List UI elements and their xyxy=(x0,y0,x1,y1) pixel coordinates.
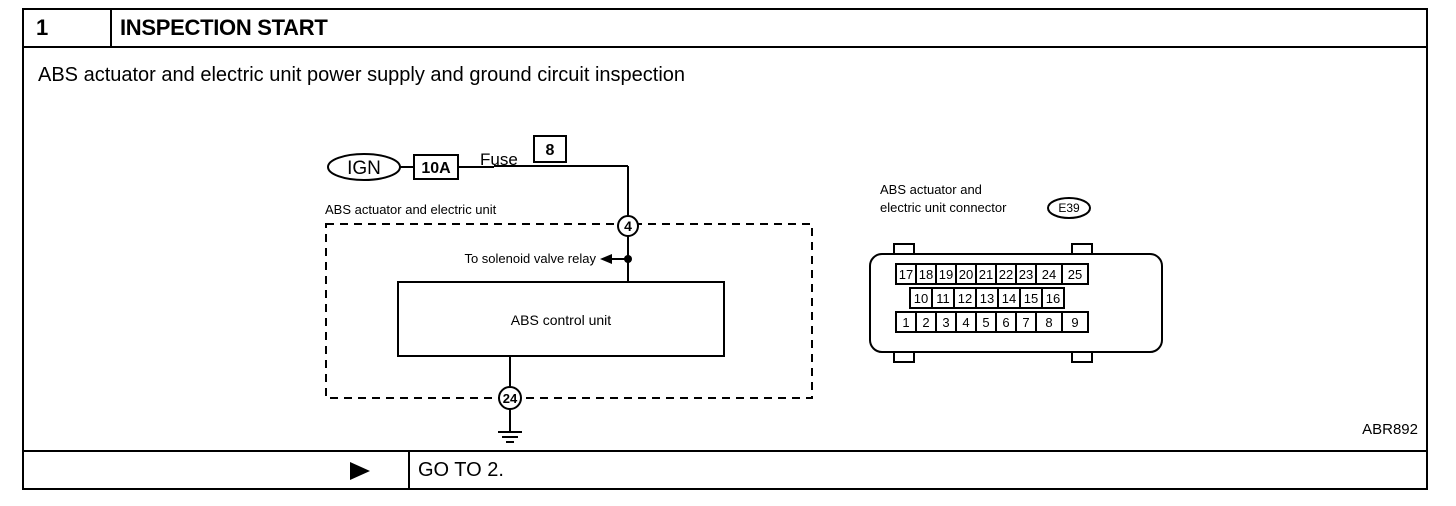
right-triangle-icon xyxy=(350,462,370,480)
junction-dot xyxy=(624,255,632,263)
connector-pin-cell xyxy=(1041,287,1065,309)
header-divider xyxy=(110,10,112,46)
next-step-link[interactable]: GO TO 2. xyxy=(418,459,504,481)
left-arrow-icon xyxy=(600,254,612,264)
connector-pin-number: 16 xyxy=(1046,291,1060,306)
solenoid-label: To solenoid valve relay xyxy=(464,251,596,266)
unit-boundary xyxy=(325,223,813,399)
fuse-number: 8 xyxy=(546,142,555,159)
step-description: ABS actuator and electric unit power sup… xyxy=(38,64,686,86)
wiring-diagram: IGN 10A Fuse 8 ABS actuator and electric… xyxy=(325,135,1418,443)
connector-pin-number: 18 xyxy=(919,267,933,282)
connector-pin-cell xyxy=(1061,311,1089,333)
connector-pin-number: 3 xyxy=(942,315,949,330)
connector-pin-number: 13 xyxy=(980,291,994,306)
fuse-number-box xyxy=(533,135,567,163)
connector-pin-number: 21 xyxy=(979,267,993,282)
fuse-rating: 10A xyxy=(421,160,451,177)
ign-label: IGN xyxy=(347,158,381,179)
inspection-step-table: 1 INSPECTION START ABS actuator and elec… xyxy=(22,8,1428,490)
connector-id: E39 xyxy=(1058,201,1080,215)
terminal-ground-number: 24 xyxy=(503,391,518,406)
step-footer: GO TO 2. xyxy=(24,450,1426,488)
step-number: 1 xyxy=(36,15,49,40)
connector-pin-number: 14 xyxy=(1002,291,1016,306)
connector-pin-number: 23 xyxy=(1019,267,1033,282)
connector-pin-number: 5 xyxy=(982,315,989,330)
step-header: 1 INSPECTION START xyxy=(24,10,1426,48)
control-unit-box xyxy=(397,281,725,357)
connector-pin-number: 19 xyxy=(939,267,953,282)
connector-label-line1: ABS actuator and xyxy=(880,182,982,197)
connector-id-ellipse xyxy=(1047,197,1091,219)
connector-pin-number: 4 xyxy=(962,315,969,330)
connector-pin-number: 2 xyxy=(922,315,929,330)
footer-divider xyxy=(408,452,410,488)
connector-pin-number: 12 xyxy=(958,291,972,306)
connector-pin-number: 10 xyxy=(914,291,928,306)
connector-pin-number: 6 xyxy=(1002,315,1009,330)
connector-label-line2: electric unit connector xyxy=(880,200,1007,215)
step-title: INSPECTION START xyxy=(120,15,328,40)
connector-pin-number: 25 xyxy=(1068,267,1082,282)
connector-pin-number: 1 xyxy=(902,315,909,330)
connector-outline xyxy=(869,253,1163,353)
connector-pin-number: 9 xyxy=(1071,315,1078,330)
control-unit-label: ABS control unit xyxy=(511,312,611,328)
connector-pin-number: 15 xyxy=(1024,291,1038,306)
connector-pin-number: 11 xyxy=(936,291,950,306)
connector-pin-number: 22 xyxy=(999,267,1013,282)
connector-pin-number: 17 xyxy=(899,267,913,282)
fuse-label: Fuse xyxy=(480,150,518,169)
connector-pin-number: 7 xyxy=(1022,315,1029,330)
unit-label: ABS actuator and electric unit xyxy=(325,202,497,217)
connector-pin-number: 8 xyxy=(1045,315,1052,330)
connector-pin-cell xyxy=(1061,263,1089,285)
figure-code: ABR892 xyxy=(1362,421,1418,438)
connector-pin-number: 24 xyxy=(1042,267,1056,282)
terminal-power-number: 4 xyxy=(624,218,632,234)
connector-pin-number: 20 xyxy=(959,267,973,282)
